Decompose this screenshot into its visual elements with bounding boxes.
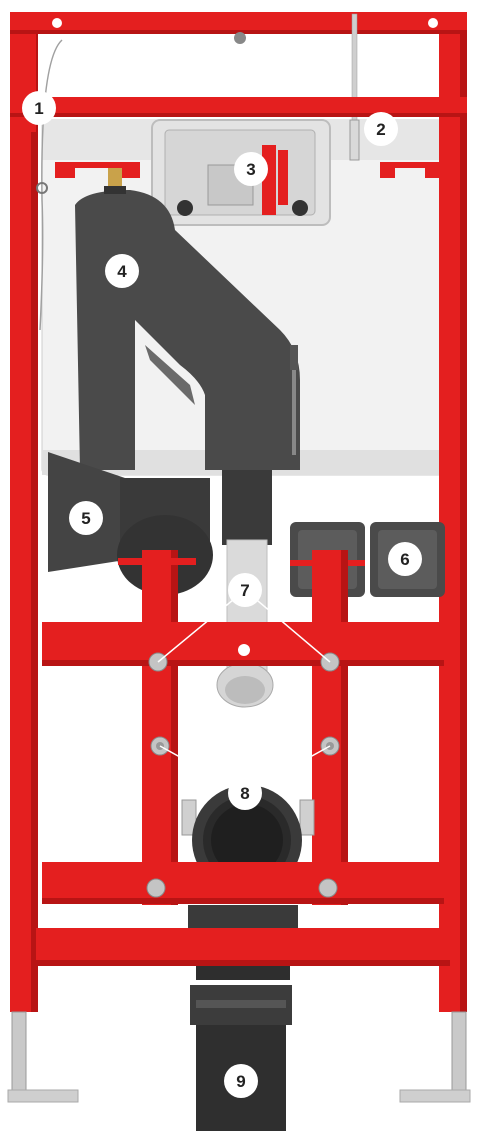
- svg-text:3: 3: [246, 160, 255, 179]
- callout-badges: 1 2 3 4 5 6 7 8: [22, 91, 422, 1098]
- housing-knob-left: [177, 200, 193, 216]
- callout-badge-4: 4: [105, 254, 139, 288]
- callout-badge-1: 1: [22, 91, 56, 125]
- adjustment-bolts: [150, 736, 340, 756]
- frame-feet: [7, 1011, 471, 1103]
- callout-badge-2: 2: [364, 112, 398, 146]
- frame-bottom-bar: [36, 928, 450, 966]
- svg-text:8: 8: [240, 784, 249, 803]
- callout-badge-7: 7: [228, 573, 262, 607]
- callout-badge-5: 5: [69, 501, 103, 535]
- frame-side-posts: [10, 12, 467, 1012]
- svg-text:4: 4: [117, 262, 127, 281]
- actuator-rod: [349, 13, 360, 161]
- callout-badge-3: 3: [234, 152, 268, 186]
- svg-text:7: 7: [240, 581, 249, 600]
- frame-upper-bar: [10, 97, 467, 117]
- frame-inner-struts: [118, 550, 348, 905]
- callout-badge-9: 9: [224, 1064, 258, 1098]
- svg-text:1: 1: [34, 99, 43, 118]
- flush-cable: [39, 39, 63, 331]
- flush-valve-housing: [151, 119, 331, 226]
- housing-knob-right: [292, 200, 308, 216]
- svg-text:9: 9: [236, 1072, 245, 1091]
- svg-text:2: 2: [376, 120, 385, 139]
- frame-top-bar: [10, 12, 467, 44]
- frame-lower-bar: [42, 862, 444, 904]
- cistern-brackets: [55, 162, 440, 178]
- frame-mounting-bar: [42, 622, 444, 672]
- svg-text:6: 6: [400, 550, 409, 569]
- svg-text:5: 5: [81, 509, 90, 528]
- callout-badge-8: 8: [228, 776, 262, 810]
- callout-badge-6: 6: [388, 542, 422, 576]
